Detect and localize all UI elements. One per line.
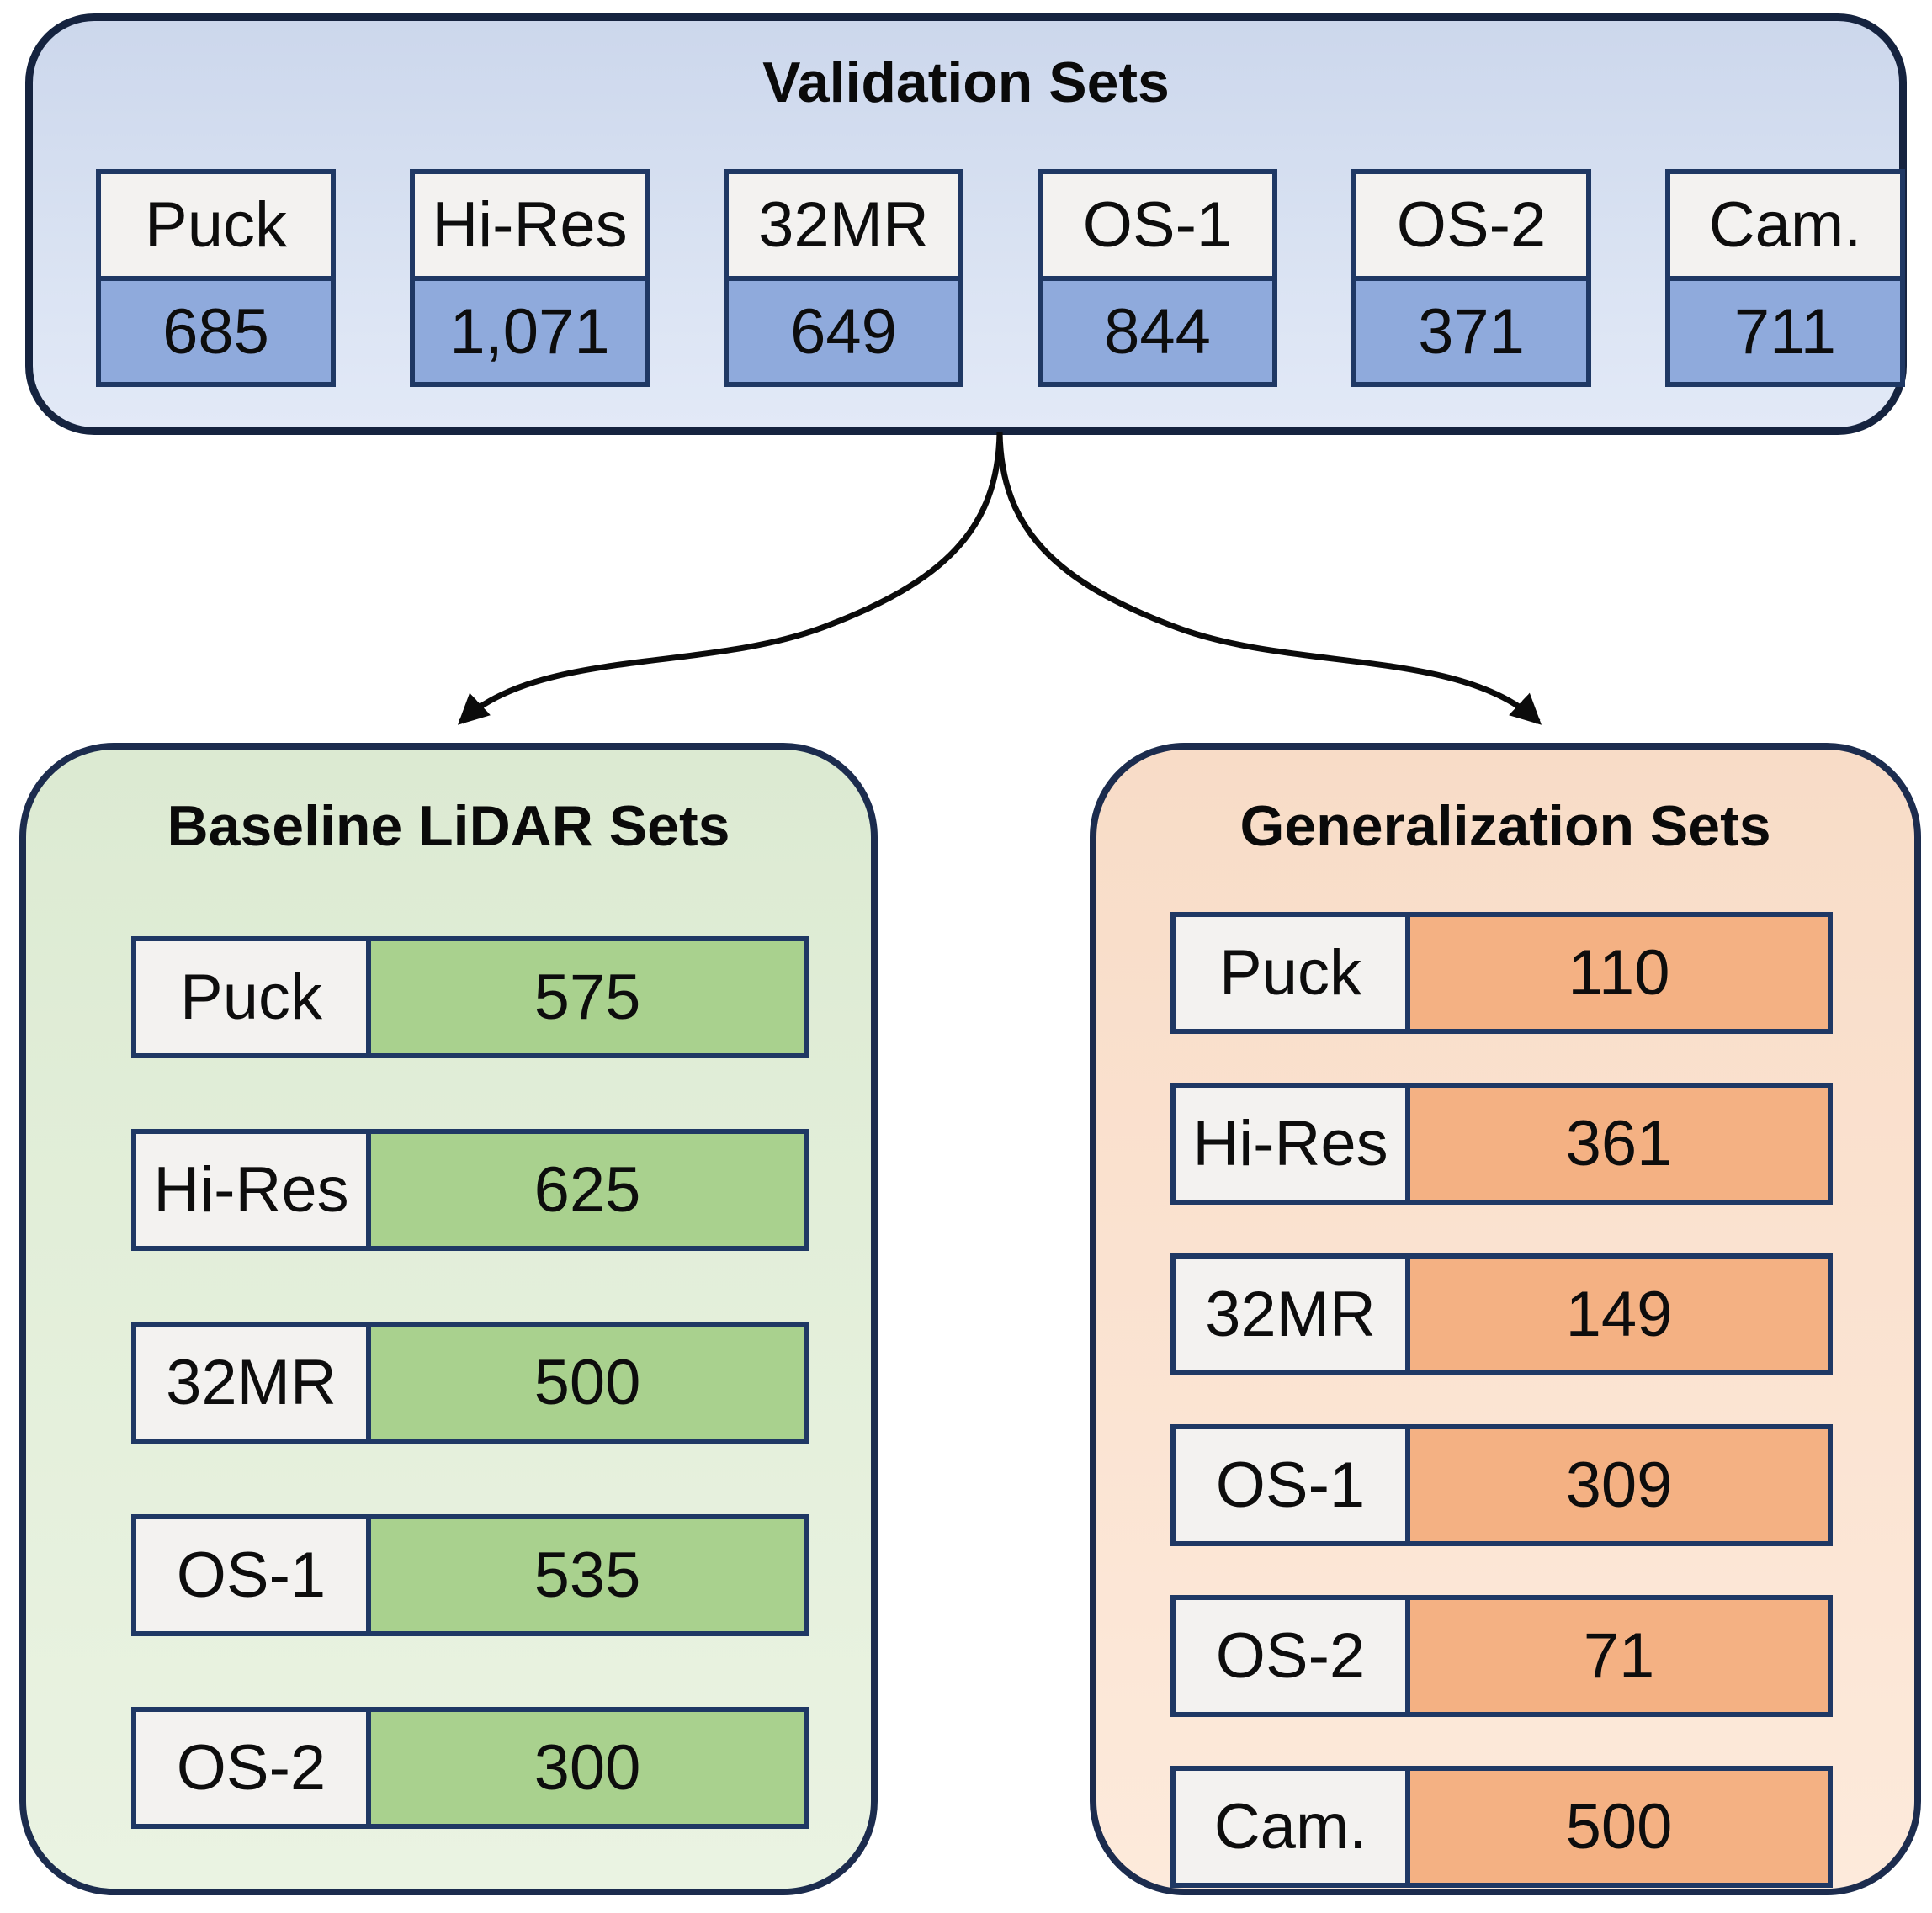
arrow-to-generalization xyxy=(996,432,1542,725)
set-label-cell: OS-2 xyxy=(1351,169,1591,281)
set-row: Hi-Res 625 xyxy=(131,1129,809,1251)
validation-card: OS-1 844 xyxy=(1038,169,1277,387)
set-label-cell: Cam. xyxy=(1665,169,1905,281)
set-label-cell: OS-1 xyxy=(1038,169,1277,281)
set-label-cell: Puck xyxy=(96,169,336,281)
set-row: 32MR 500 xyxy=(131,1322,809,1444)
validation-card: OS-2 371 xyxy=(1351,169,1591,387)
set-value-cell: 844 xyxy=(1038,276,1277,387)
set-row: OS-2 71 xyxy=(1170,1595,1833,1717)
set-row: Hi-Res 361 xyxy=(1170,1083,1833,1205)
set-label-cell: Hi-Res xyxy=(131,1129,371,1251)
validation-card: Puck 685 xyxy=(96,169,336,387)
set-value-cell: 500 xyxy=(1405,1766,1833,1888)
set-row: OS-1 535 xyxy=(131,1514,809,1636)
arrow-to-baseline xyxy=(458,432,1003,725)
set-value-cell: 1,071 xyxy=(410,276,650,387)
set-value-cell: 309 xyxy=(1405,1424,1833,1546)
set-label-cell: Hi-Res xyxy=(410,169,650,281)
set-value-cell: 500 xyxy=(366,1322,809,1444)
set-label-cell: OS-1 xyxy=(1170,1424,1410,1546)
set-label-cell: 32MR xyxy=(1170,1253,1410,1375)
set-value-cell: 71 xyxy=(1405,1595,1833,1717)
set-value-cell: 711 xyxy=(1665,276,1905,387)
baseline-rows: Puck 575 Hi-Res 625 32MR 500 OS-1 535 OS… xyxy=(131,936,809,1900)
validation-card: Cam. 711 xyxy=(1665,169,1905,387)
set-label-cell: 32MR xyxy=(131,1322,371,1444)
validation-card: Hi-Res 1,071 xyxy=(410,169,650,387)
baseline-lidar-title: Baseline LiDAR Sets xyxy=(167,794,730,858)
set-value-cell: 685 xyxy=(96,276,336,387)
set-value-cell: 110 xyxy=(1405,912,1833,1034)
set-label-cell: Puck xyxy=(131,936,371,1058)
validation-cards: Puck 685 Hi-Res 1,071 32MR 649 OS-1 844 … xyxy=(96,169,1905,387)
set-row: 32MR 149 xyxy=(1170,1253,1833,1375)
set-value-cell: 625 xyxy=(366,1129,809,1251)
set-label-cell: OS-2 xyxy=(131,1707,371,1829)
generalization-panel: Generalization Sets Puck 110 Hi-Res 361 … xyxy=(1090,743,1921,1895)
set-label-cell: OS-2 xyxy=(1170,1595,1410,1717)
validation-sets-title: Validation Sets xyxy=(762,50,1170,114)
set-row: OS-1 309 xyxy=(1170,1424,1833,1546)
generalization-rows: Puck 110 Hi-Res 361 32MR 149 OS-1 309 OS… xyxy=(1170,912,1833,1913)
set-label-cell: Puck xyxy=(1170,912,1410,1034)
set-row: OS-2 300 xyxy=(131,1707,809,1829)
validation-card: 32MR 649 xyxy=(724,169,963,387)
set-row: Puck 575 xyxy=(131,936,809,1058)
baseline-lidar-panel: Baseline LiDAR Sets Puck 575 Hi-Res 625 … xyxy=(19,743,878,1895)
set-value-cell: 535 xyxy=(366,1514,809,1636)
set-value-cell: 300 xyxy=(366,1707,809,1829)
set-label-cell: Hi-Res xyxy=(1170,1083,1410,1205)
validation-sets-panel: Validation Sets Puck 685 Hi-Res 1,071 32… xyxy=(25,13,1907,435)
set-row: Puck 110 xyxy=(1170,912,1833,1034)
set-value-cell: 361 xyxy=(1405,1083,1833,1205)
set-value-cell: 371 xyxy=(1351,276,1591,387)
set-value-cell: 649 xyxy=(724,276,963,387)
set-label-cell: OS-1 xyxy=(131,1514,371,1636)
set-row: Cam. 500 xyxy=(1170,1766,1833,1888)
set-value-cell: 575 xyxy=(366,936,809,1058)
set-label-cell: 32MR xyxy=(724,169,963,281)
set-label-cell: Cam. xyxy=(1170,1766,1410,1888)
set-value-cell: 149 xyxy=(1405,1253,1833,1375)
generalization-title: Generalization Sets xyxy=(1239,794,1771,858)
